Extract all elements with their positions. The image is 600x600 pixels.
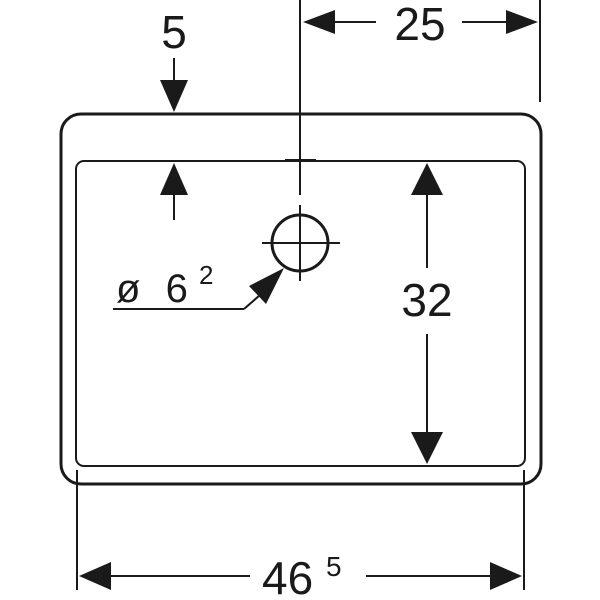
dimension-5: 5 <box>160 6 188 220</box>
dimension-46-5-label: 46 5 <box>262 551 342 600</box>
diameter-symbol: ø <box>116 267 140 311</box>
width-sup: 5 <box>326 551 342 582</box>
drain-diameter-label: ø 6 2 <box>116 260 213 311</box>
width-main: 46 <box>262 552 313 600</box>
dimension-5-label: 5 <box>161 6 187 58</box>
dimension-25-label: 25 <box>394 0 445 50</box>
dimension-25: 25 <box>303 0 538 50</box>
drain-diameter-sup: 2 <box>199 260 213 290</box>
dimension-32: 32 <box>401 163 453 464</box>
dimension-32-label: 32 <box>401 274 452 326</box>
drain-icon <box>262 205 340 281</box>
drain-diameter-main: 6 <box>166 267 188 311</box>
drain-diameter-leader: ø 6 2 <box>113 260 284 311</box>
dimension-46-5: 46 5 <box>79 551 522 600</box>
